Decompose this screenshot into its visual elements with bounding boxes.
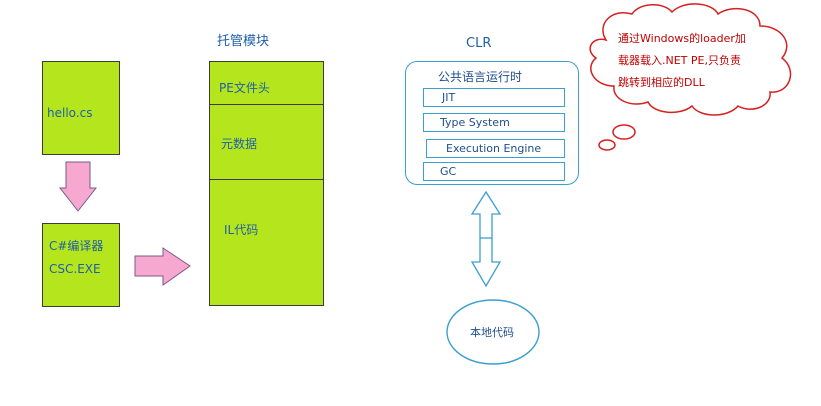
il-code-section: IL代码 xyxy=(210,180,323,306)
cloud-note-line-2: 载器载入.NET PE,只负责 xyxy=(618,54,741,67)
clr-item-type-system: Type System xyxy=(423,113,565,132)
metadata-section: 元数据 xyxy=(210,105,323,180)
clr-item-jit: JIT xyxy=(423,88,565,107)
source-file-label: hello.cs xyxy=(47,106,93,120)
compiler-box: C#编译器 CSC.EXE xyxy=(42,223,120,307)
clr-item-type-system-label: Type System xyxy=(440,116,510,129)
managed-module-box: PE文件头 元数据 IL代码 xyxy=(209,61,324,306)
cloud-note-line-3: 跳转到相应的DLL xyxy=(618,76,705,89)
pe-header-label: PE文件头 xyxy=(219,81,270,95)
cloud-callout xyxy=(589,3,792,151)
pe-header-section: PE文件头 xyxy=(210,62,323,105)
il-code-label: IL代码 xyxy=(224,223,259,237)
clr-item-gc: GC xyxy=(423,162,565,181)
source-file-box: hello.cs xyxy=(42,61,120,155)
cloud-note-line-1: 通过Windows的loader加 xyxy=(618,32,746,45)
clr-item-gc-label: GC xyxy=(440,165,457,178)
native-code-label: 本地代码 xyxy=(470,326,514,339)
clr-title: CLR xyxy=(466,36,492,51)
managed-module-title: 托管模块 xyxy=(217,34,270,49)
right-arrow-icon xyxy=(134,247,191,286)
double-arrow-icon xyxy=(470,190,502,288)
clr-item-execution-engine-label: Execution Engine xyxy=(446,142,542,155)
down-arrow-icon xyxy=(58,161,98,212)
compiler-exe: CSC.EXE xyxy=(49,262,101,276)
native-code-ellipse xyxy=(446,299,540,365)
clr-inner-title: 公共语言运行时 xyxy=(438,70,523,84)
compiler-name: C#编译器 xyxy=(49,239,104,253)
clr-item-jit-label: JIT xyxy=(442,91,456,104)
clr-item-execution-engine: Execution Engine xyxy=(426,139,565,158)
metadata-label: 元数据 xyxy=(221,137,258,151)
clr-box: 公共语言运行时 xyxy=(405,61,579,185)
